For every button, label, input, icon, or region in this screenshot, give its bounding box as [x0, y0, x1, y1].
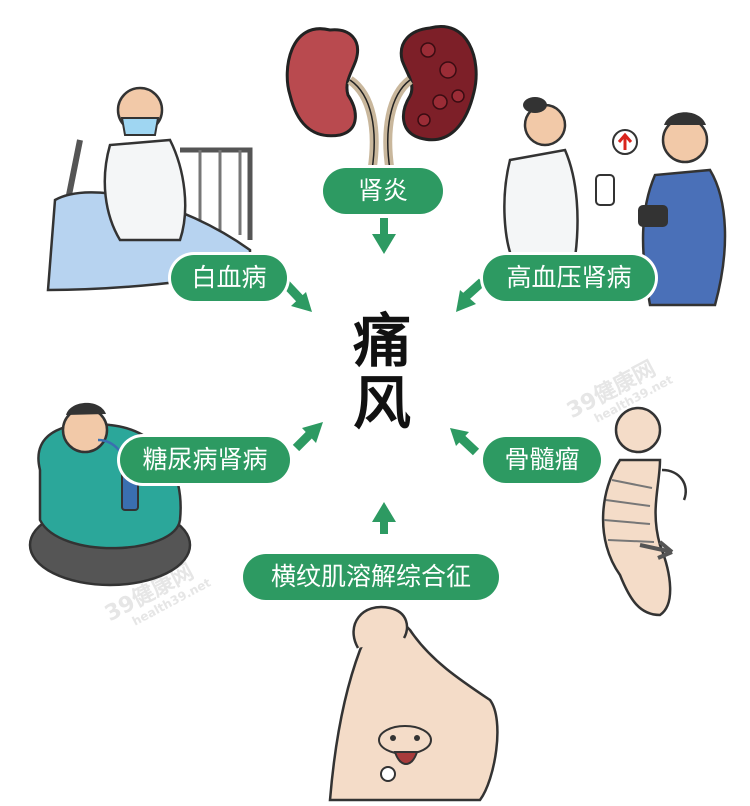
arrow-from-diabetic-nephropathy [292, 422, 323, 452]
arrow-from-leukemia [282, 280, 312, 312]
arrow-from-rhabdomyolysis [372, 502, 396, 534]
rhabdomyolysis-flexing-arm-illustration [328, 605, 499, 802]
cause-pill-multiple-myeloma: 骨髓瘤 [483, 437, 601, 483]
arrow-from-multiple-myeloma [450, 428, 480, 456]
kidney-diseased-illustration [383, 25, 478, 171]
cause-pill-leukemia: 白血病 [171, 255, 287, 301]
center-title-line2: 风 [352, 369, 411, 437]
kidney-healthy-illustration [285, 27, 379, 171]
cause-pill-diabetic-nephropathy: 糖尿病肾病 [120, 437, 290, 483]
arrow-from-nephritis [372, 218, 396, 254]
hypertension-doctor-patient-illustration [503, 97, 727, 307]
cause-pill-nephritis: 肾炎 [323, 168, 443, 214]
center-title-line1: 痛 [352, 307, 411, 375]
diabetic-obese-man-illustration [28, 402, 192, 587]
arrow-from-hypertensive-nephropathy [456, 278, 486, 312]
cause-pill-hypertensive-nephropathy: 高血压肾病 [483, 255, 655, 301]
cause-pill-rhabdomyolysis: 横纹肌溶解综合征 [243, 554, 499, 600]
myeloma-skeleton-illustration [601, 406, 687, 617]
